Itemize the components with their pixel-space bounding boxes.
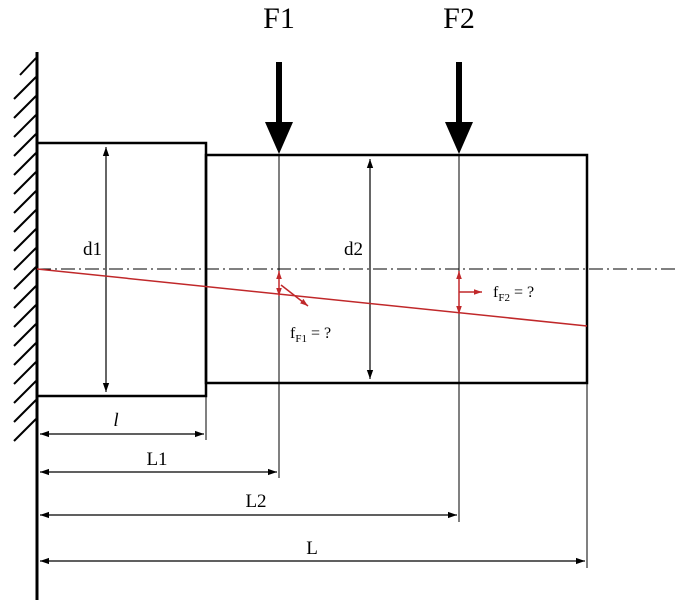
force-label-f2: F2 (443, 2, 475, 35)
deflection-marker-f1 (276, 271, 309, 307)
length-label-L: L (306, 538, 318, 559)
force-arrow-f1 (265, 62, 293, 154)
length-label-l: l (113, 410, 118, 431)
diameter-label-d2: d2 (344, 239, 363, 260)
length-label-L1: L1 (146, 449, 167, 470)
fixed-wall (13, 52, 39, 600)
length-label-L2: L2 (245, 491, 266, 512)
force-arrow-f2 (445, 62, 473, 154)
diameter-label-d1: d1 (83, 239, 102, 260)
force-label-f1: F1 (263, 2, 295, 35)
wall-hatching (13, 57, 37, 442)
deflection-marker-f2 (456, 271, 482, 314)
deflection-label-f2: fF2 = ? (493, 284, 534, 304)
deflection-line (36, 268, 588, 327)
deflection-label-f1: fF1 = ? (290, 325, 331, 345)
